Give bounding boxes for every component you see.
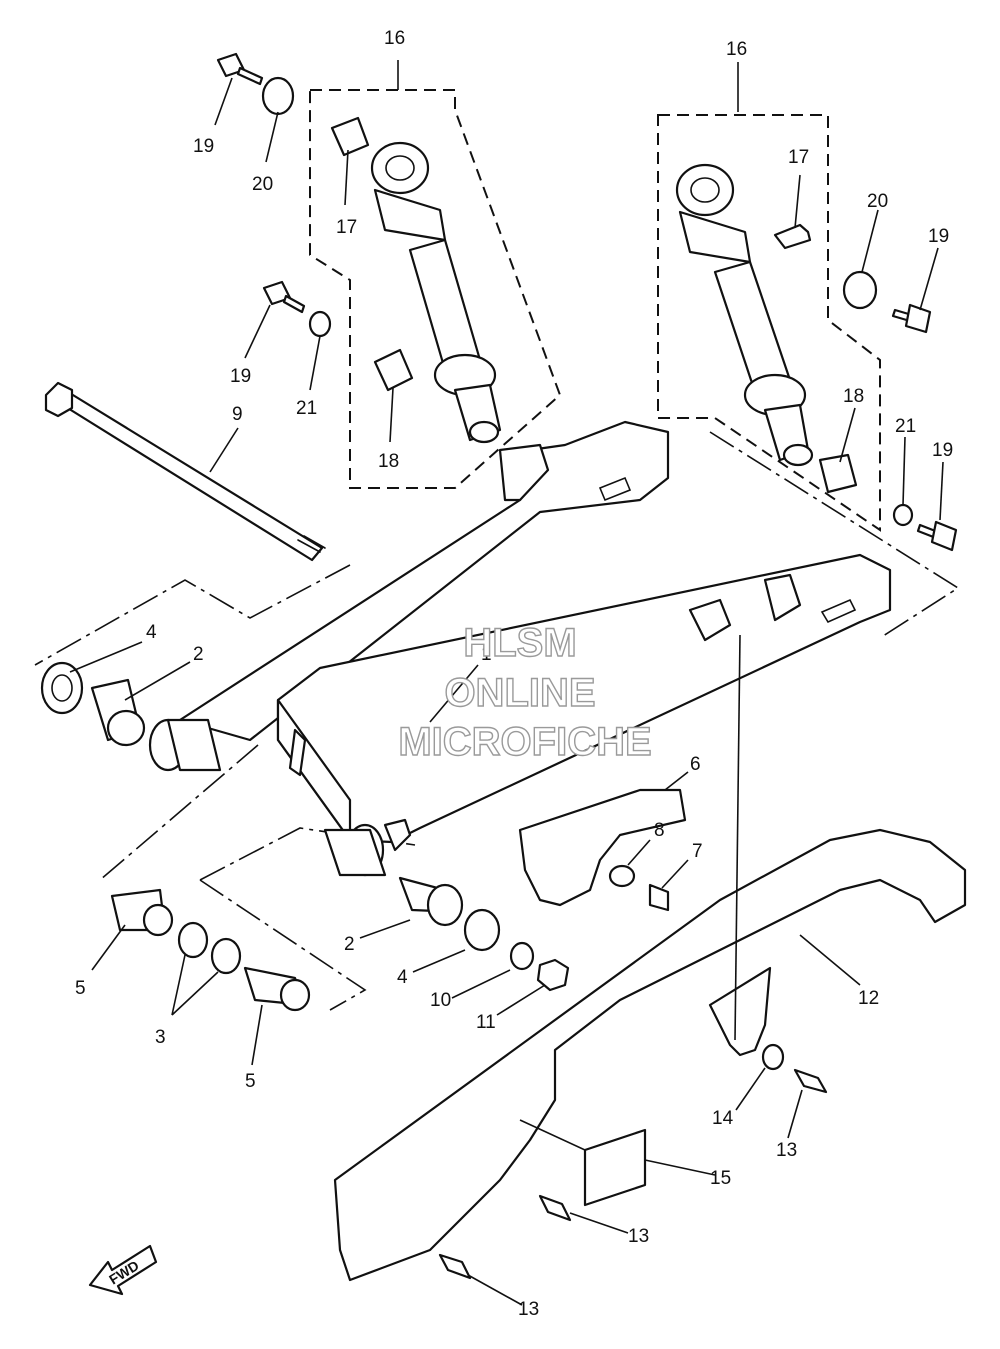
collar-lower-right [818, 453, 858, 494]
watermark: HLSM ONLINE MICROFICHE [398, 620, 653, 764]
callout-4: 4 [397, 967, 408, 988]
bushing-left [90, 678, 146, 747]
thrust-washer-a [177, 921, 209, 959]
callout-19: 19 [230, 366, 251, 387]
callout-13: 13 [628, 1226, 649, 1247]
callout-7: 7 [692, 841, 703, 862]
spacer-right [243, 966, 311, 1012]
callout-17: 17 [336, 217, 357, 238]
watermark-line-3: MICROFICHE [398, 720, 651, 764]
bolt-upper-left [216, 52, 264, 86]
collar-upper-right [773, 223, 812, 250]
thrust-washer-b [210, 937, 242, 975]
callout-17: 17 [788, 147, 809, 168]
callout-20: 20 [252, 174, 273, 195]
callout-14: 14 [712, 1108, 734, 1129]
callout-21: 21 [296, 398, 317, 419]
shock-absorber-right [675, 163, 814, 467]
callout-6: 6 [690, 754, 701, 775]
swingarm [148, 420, 892, 877]
callout-2: 2 [193, 644, 204, 665]
screw-chain-case-c [438, 1253, 472, 1280]
oil-seal-left-bore [51, 674, 73, 702]
callout-20: 20 [867, 191, 888, 212]
bolt-chain-guide [648, 883, 670, 912]
callout-8: 8 [654, 820, 665, 841]
collar-lower-left [373, 348, 414, 392]
guide-line-right-mount [709, 431, 960, 639]
chain-guide [518, 788, 687, 907]
callout-2: 2 [344, 934, 355, 955]
washer-chain-case [761, 1043, 785, 1071]
callout-5: 5 [245, 1071, 256, 1092]
guide-line-left-mid [99, 744, 259, 881]
chain-case [333, 828, 967, 1282]
callout-19: 19 [193, 136, 214, 157]
callout-19: 19 [932, 440, 953, 461]
watermark-line-1: HLSM [463, 621, 576, 665]
callout-11: 11 [476, 1012, 496, 1033]
oil-seal-left [40, 661, 84, 715]
pivot-shaft [44, 381, 326, 562]
shock-kit-outline-left [309, 89, 562, 489]
bolt-lower-right [916, 520, 958, 552]
callout-18: 18 [843, 386, 864, 407]
callout-16: 16 [384, 28, 405, 49]
callout-1: 1 [481, 644, 492, 665]
shock-absorber-left [370, 141, 502, 444]
oil-seal-right [463, 908, 501, 952]
callout-15: 15 [710, 1168, 731, 1189]
washer-pivot-right [509, 941, 535, 971]
callout-12: 12 [858, 988, 879, 1009]
spacer-left [110, 888, 174, 937]
bolt-mid-left [262, 280, 306, 314]
callout-10: 10 [430, 990, 451, 1011]
bushing-right [398, 876, 464, 927]
callout-18: 18 [378, 451, 399, 472]
screw-chain-case-a [793, 1068, 828, 1094]
callout-13: 13 [518, 1299, 539, 1320]
leader-lines [69, 60, 944, 1306]
callout-labels: 16 16 19 20 17 19 21 18 9 17 20 19 18 21… [75, 28, 953, 1320]
fwd-arrow-icon: FWD [88, 1244, 158, 1296]
callout-21: 21 [895, 416, 916, 437]
callout-5: 5 [75, 978, 86, 999]
collar-chain-guide [608, 864, 636, 888]
bolt-upper-right [891, 303, 932, 334]
nut-pivot [536, 958, 570, 992]
chain-case-bracket [708, 966, 772, 1057]
guide-line-upper [34, 564, 351, 666]
callout-3: 3 [155, 1027, 166, 1048]
collar-upper-left [330, 116, 370, 157]
callout-16: 16 [726, 39, 747, 60]
callout-13: 13 [776, 1140, 797, 1161]
washer-upper-left [261, 76, 295, 116]
washer-mid-left [308, 310, 332, 338]
caution-label [583, 1128, 647, 1207]
callout-19: 19 [928, 226, 949, 247]
screw-chain-case-b [538, 1194, 572, 1222]
callout-4: 4 [146, 622, 157, 643]
washer-upper-right [842, 270, 878, 310]
callout-9: 9 [232, 404, 243, 425]
watermark-line-2: ONLINE [444, 671, 595, 715]
washer-lower-right [892, 503, 914, 527]
shock-kit-outline-right [657, 114, 881, 532]
